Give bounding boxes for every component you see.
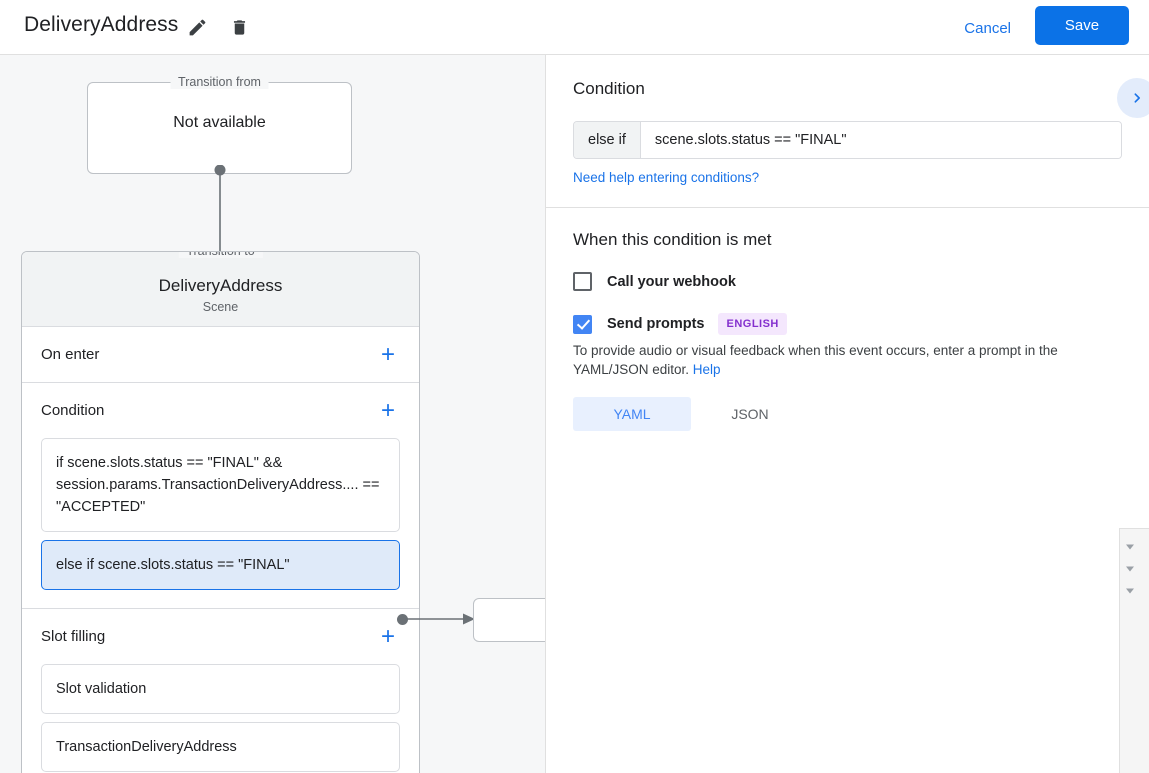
pencil-icon[interactable] (184, 14, 210, 40)
add-icon[interactable]: + (380, 396, 395, 424)
call-webhook-label: Call your webhook (607, 273, 736, 290)
list-item-selected[interactable]: else if scene.slots.status == "FINAL" (41, 540, 400, 590)
transition-to-subtitle: Scene (202, 300, 239, 314)
add-icon[interactable]: + (380, 340, 395, 368)
send-prompts-row[interactable]: Send prompts ENGLISH (573, 313, 1122, 335)
connector-arrow-right (405, 613, 475, 625)
app-header: DeliveryAddress Cancel Save (0, 0, 1149, 55)
yaml-editor[interactable]: 12345 candidates: - first_simple: varian… (1119, 528, 1149, 773)
cancel-button[interactable]: Cancel (954, 11, 1021, 45)
editor-format-tabs: YAML JSON (573, 397, 1122, 431)
webhook-row[interactable]: Call your webhook (573, 272, 1122, 291)
transition-to-header: Transition to DeliveryAddress Scene (22, 252, 419, 327)
transition-from-node[interactable]: Transition from Not available (87, 75, 352, 174)
section-body: if scene.slots.status == "FINAL" && sess… (41, 438, 400, 608)
page-title: DeliveryAddress (24, 13, 179, 36)
chevron-right-icon[interactable] (1117, 78, 1149, 118)
prompts-help-link[interactable]: Help (692, 362, 721, 377)
prompts-description: To provide audio or visual feedback when… (573, 341, 1122, 379)
transition-to-title: DeliveryAddress (158, 276, 283, 295)
condition-expression-field[interactable]: scene.slots.status == "FINAL" (640, 122, 1121, 158)
when-condition-met-section: When this condition is met Call your web… (546, 208, 1149, 431)
list-item[interactable]: if scene.slots.status == "FINAL" && sess… (41, 438, 400, 532)
language-badge: ENGLISH (718, 313, 787, 335)
editor-line-number: 3 (1120, 580, 1149, 602)
condition-details-panel: Condition else if scene.slots.status == … (546, 55, 1149, 773)
section-header: Slot filling + (41, 609, 400, 664)
section-header: On enter + (41, 327, 400, 382)
condition-section: Condition else if scene.slots.status == … (546, 55, 1149, 208)
fold-triangle-icon[interactable] (1126, 544, 1134, 550)
section-title: On enter (41, 346, 100, 363)
scene-sections: On enter + Condition + if scene.slots.status… (22, 327, 419, 773)
list-item[interactable]: TransactionDeliveryAddress (41, 722, 400, 772)
transition-to-node[interactable]: Transition to DeliveryAddress Scene On e… (21, 251, 420, 773)
save-button[interactable]: Save (1035, 6, 1129, 45)
flow-canvas[interactable]: Transition from Not available Transition… (0, 55, 546, 773)
list-item[interactable]: Slot validation (41, 664, 400, 714)
condition-help-link[interactable]: Need help entering conditions? (573, 170, 760, 185)
fold-triangle-icon[interactable] (1126, 588, 1134, 594)
editor-line-number: 2 (1120, 558, 1149, 580)
editor-line-number: 1 (1120, 536, 1149, 558)
downstream-node[interactable] (473, 598, 545, 642)
send-prompts-checkbox[interactable] (573, 314, 592, 334)
editor-line-number: 5 (1120, 624, 1149, 646)
section-title: Slot filling (41, 628, 106, 645)
send-prompts-label: Send prompts (607, 316, 705, 332)
transition-from-value: Not available (173, 114, 266, 131)
condition-heading: Condition (573, 79, 645, 98)
transition-to-legend: Transition to (178, 252, 263, 258)
section-header: Condition + (41, 383, 400, 438)
add-icon[interactable]: + (380, 622, 395, 650)
trash-icon[interactable] (226, 14, 252, 40)
call-webhook-checkbox[interactable] (573, 272, 592, 291)
scene-section: Condition + if scene.slots.status == "FINA… (22, 383, 419, 609)
prompts-description-text: To provide audio or visual feedback when… (573, 343, 1058, 377)
connector-dot (397, 614, 408, 625)
tab-json[interactable]: JSON (731, 406, 769, 422)
fold-triangle-icon[interactable] (1126, 566, 1134, 572)
tab-yaml[interactable]: YAML (573, 397, 691, 431)
editor-line-number: 4 (1120, 602, 1149, 624)
when-met-heading: When this condition is met (573, 230, 772, 249)
condition-prefix: else if (574, 122, 641, 158)
condition-input[interactable]: else if scene.slots.status == "FINAL" (573, 121, 1122, 159)
scene-section: On enter + (22, 327, 419, 383)
section-title: Condition (41, 402, 105, 419)
transition-from-legend: Transition from (170, 75, 269, 89)
editor-gutter: 12345 (1120, 529, 1149, 773)
